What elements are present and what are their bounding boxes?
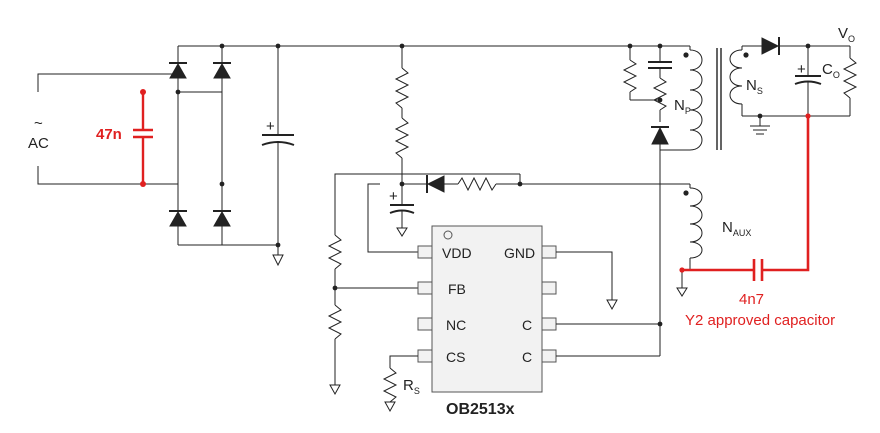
vdd-cap-plus: + <box>389 188 398 205</box>
secondary-winding <box>729 45 762 116</box>
x-cap-node-bottom <box>140 181 146 187</box>
ic-right-pins <box>541 245 557 363</box>
y2-value: 4n7 <box>739 291 764 308</box>
secondary-return <box>742 115 850 135</box>
pin-nc-label: NC <box>446 317 466 333</box>
fb-divider <box>327 173 520 396</box>
rcd-snubber <box>622 45 690 151</box>
transformer-core <box>716 48 722 150</box>
output-capacitor <box>794 46 822 116</box>
ic-body <box>431 225 543 393</box>
startup-resistors <box>394 46 410 184</box>
vdd-wire <box>367 183 418 253</box>
bulk-cap-plus: + <box>266 118 275 135</box>
pin-c2-label: C <box>522 349 532 365</box>
ic-left-pins <box>417 245 433 363</box>
vdd-capacitor <box>389 184 415 237</box>
co-label: CO <box>822 61 840 80</box>
primary-winding <box>689 46 703 151</box>
bulk-capacitor <box>261 46 295 255</box>
naux-label: NAUX <box>722 219 751 238</box>
x-cap-node-top <box>140 89 146 95</box>
bridge-diode-top-right <box>213 62 231 79</box>
bridge-rectifier <box>177 45 640 246</box>
ac-tilde: ~ <box>34 115 43 132</box>
gnd-wire <box>556 251 618 311</box>
pin-vdd-label: VDD <box>442 245 472 261</box>
chip-name: OB2513x <box>446 401 515 418</box>
rs-label: RS <box>403 377 420 396</box>
ac-label: AC <box>28 135 49 152</box>
ns-label: NS <box>746 77 763 96</box>
x-cap-value: 47n <box>96 126 122 143</box>
pin-gnd-label: GND <box>504 245 535 261</box>
ac-input-wires <box>37 73 178 185</box>
bridge-diode-top-left <box>169 62 187 79</box>
output-diode <box>761 37 850 55</box>
output-load <box>842 46 858 116</box>
y2-capacitor <box>682 116 810 281</box>
x-capacitor-47n <box>133 92 153 184</box>
pin-fb-label: FB <box>448 281 466 297</box>
bridge-diode-bottom-right <box>213 210 231 227</box>
aux-rectifier <box>402 174 690 193</box>
cs-sense-resistor <box>382 355 418 413</box>
co-plus: + <box>797 61 806 78</box>
vo-label: VO <box>838 25 855 44</box>
np-label: NP <box>674 97 691 116</box>
pin-c1-label: C <box>522 317 532 333</box>
pin-cs-label: CS <box>446 349 465 365</box>
bridge-diode-bottom-left <box>169 210 187 227</box>
drain-wires <box>556 150 661 357</box>
y2-caption: Y2 approved capacitor <box>685 312 835 329</box>
aux-winding <box>676 184 703 297</box>
ground-symbol-bulk <box>272 254 284 267</box>
